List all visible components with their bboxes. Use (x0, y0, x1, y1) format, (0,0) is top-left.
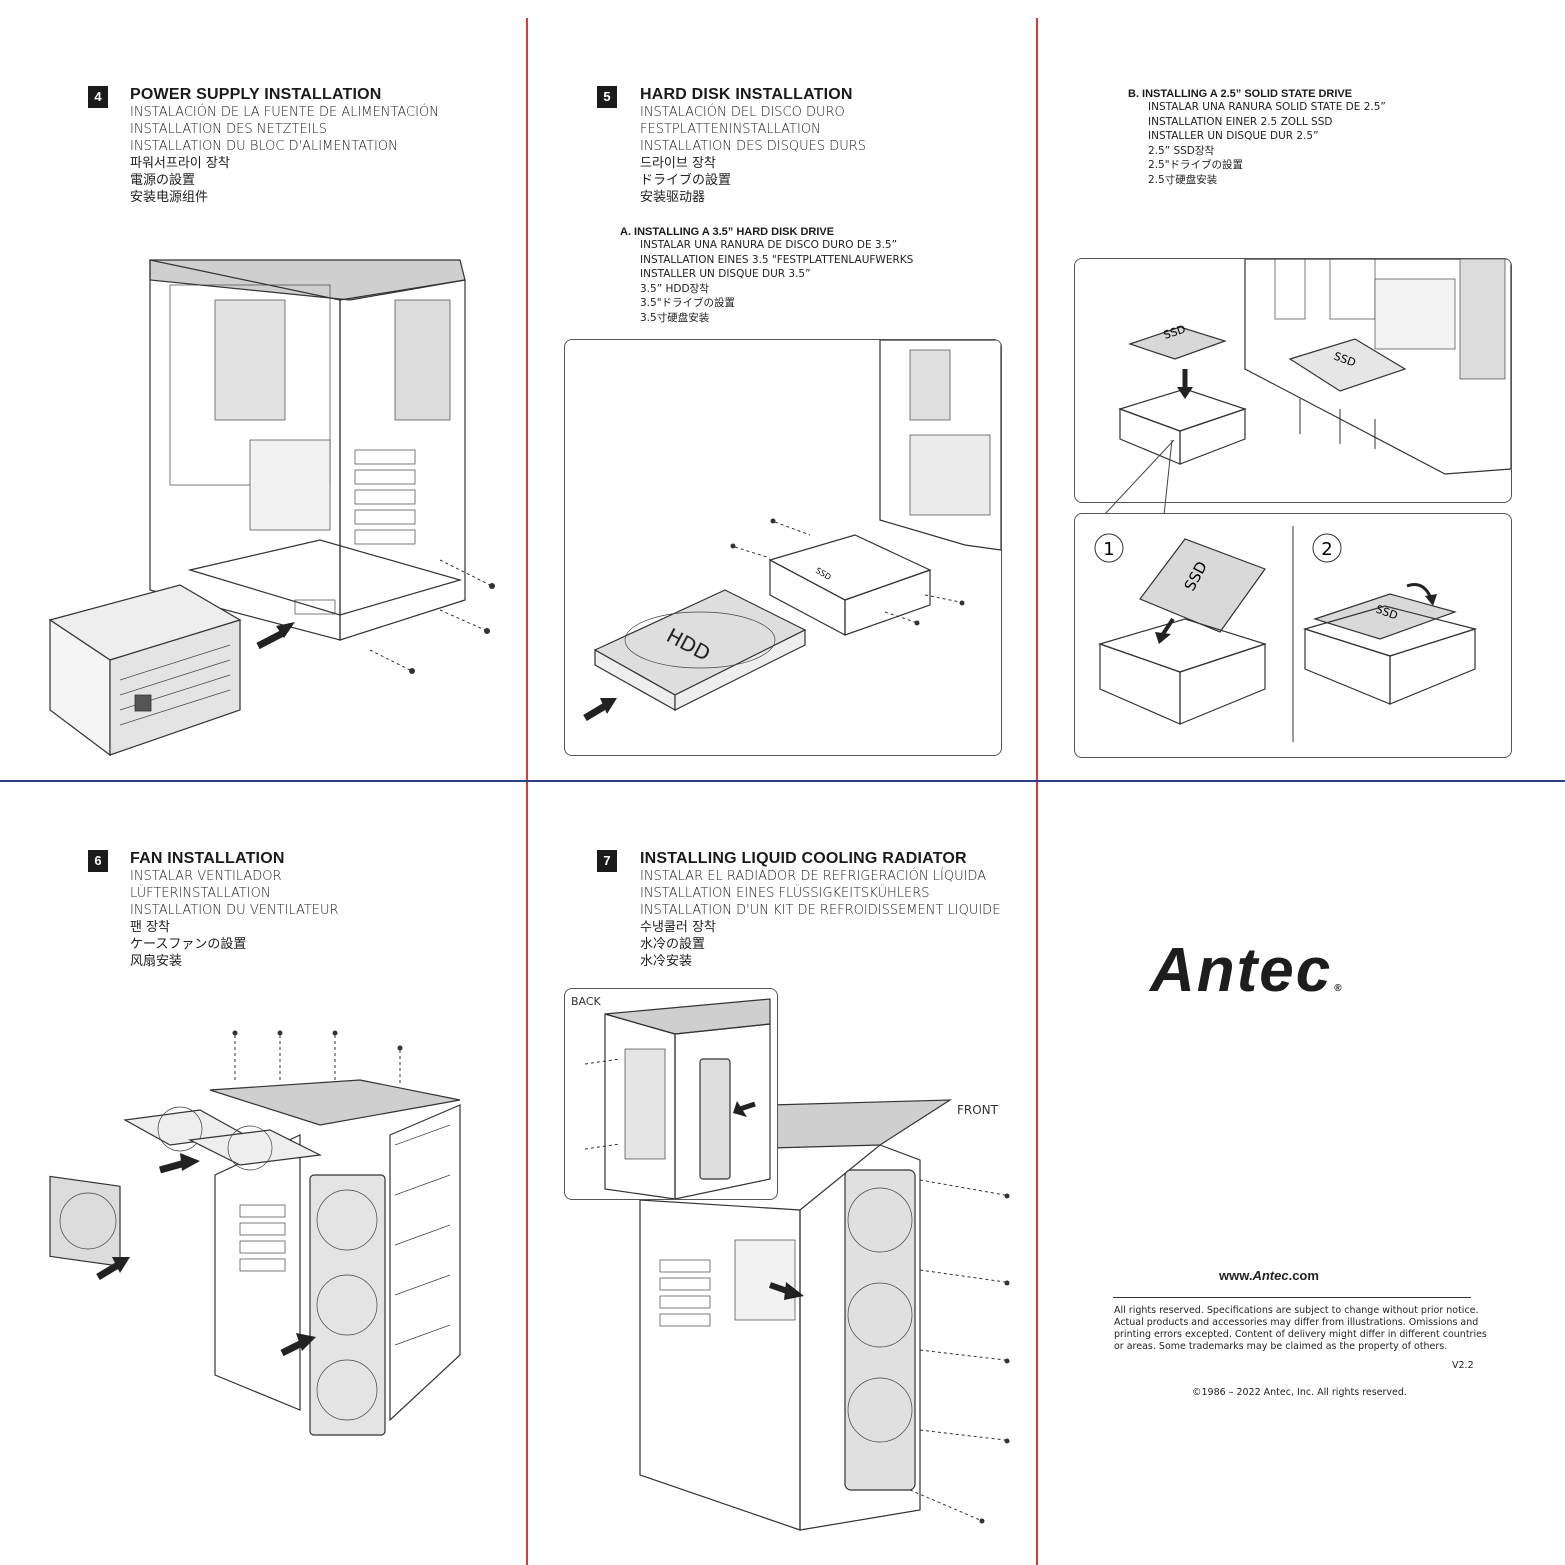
ssd-overview-panel: SSD SSD (1074, 258, 1512, 503)
section-title: POWER SUPPLY INSTALLATION (130, 86, 382, 103)
fan-installation-illustration (49, 1030, 461, 1436)
ssd-steps-illustration: 1 2 SSD SSD (1094, 526, 1478, 742)
step-2-label: 2 (1321, 539, 1332, 560)
url-brand: Antec (1252, 1268, 1289, 1283)
radiator-back-inset: BACK (564, 988, 778, 1200)
subsection-title: B. INSTALLING A 2.5” SOLID STATE DRIVE (1128, 88, 1353, 100)
hdd-illustration-panel: SSD HDD (564, 339, 1002, 756)
subsection-translations: INSTALAR UNA RANURA SOLID STATE DE 2.5” … (1148, 101, 1386, 186)
copyright: ©1986 – 2022 Antec, Inc. All rights rese… (1192, 1387, 1407, 1398)
ssd-overview-illustration: SSD SSD (1118, 259, 1511, 475)
divider-line (1113, 1297, 1471, 1298)
title-translations: INSTALAR VENTILADOR LÜFTERINSTALLATION I… (130, 869, 339, 969)
subsection-hdd: A. INSTALLING A 3.5” HARD DISK DRIVE INS… (620, 226, 913, 325)
version-label: V2.2 (1452, 1360, 1474, 1371)
step-number-badge: 5 (597, 86, 617, 108)
title-translations: INSTALAR EL RADIADOR DE REFRIGERACIÓN LÍ… (640, 869, 1001, 969)
back-label: BACK (571, 995, 601, 1008)
section-title: INSTALLING LIQUID COOLING RADIATOR (640, 850, 967, 867)
legal-notice: All rights reserved. Specifications are … (1114, 1305, 1487, 1352)
website-url[interactable]: www.Antec.com (1219, 1268, 1319, 1283)
step-1-label: 1 (1103, 539, 1114, 560)
callout-lines (1103, 440, 1175, 516)
section-title: HARD DISK INSTALLATION (640, 86, 853, 103)
step-number-badge: 7 (597, 850, 617, 872)
front-label: FRONT (957, 1103, 998, 1117)
antec-logo: Antec® (1150, 936, 1344, 1005)
section-title: FAN INSTALLATION (130, 850, 285, 867)
subsection-title: A. INSTALLING A 3.5” HARD DISK DRIVE (620, 226, 835, 238)
title-translations: INSTALACIÓN DE LA FUENTE DE ALIMENTACIÓN… (130, 105, 439, 205)
panel-divider-right (1036, 18, 1038, 1565)
radiator-back-illustration (584, 998, 771, 1199)
panel-divider-horizontal (0, 780, 1565, 782)
registered-mark: ® (1334, 983, 1344, 994)
step-number-badge: 6 (88, 850, 108, 872)
subsection-translations: INSTALAR UNA RANURA DE DISCO DURO DE 3.5… (640, 239, 914, 324)
hdd-installation-illustration: SSD HDD (583, 340, 1001, 722)
cage-ssd-label: SSD (814, 566, 833, 582)
subsection-ssd: B. INSTALLING A 2.5” SOLID STATE DRIVE I… (1128, 88, 1386, 187)
panel-divider-left (526, 18, 528, 1565)
step-number-badge: 4 (88, 86, 108, 108)
psu-installation-illustration (48, 259, 495, 757)
ssd-steps-panel: 1 2 SSD SSD (1074, 513, 1512, 758)
title-translations: INSTALACIÓN DEL DISCO DURO FESTPLATTENIN… (640, 105, 867, 205)
